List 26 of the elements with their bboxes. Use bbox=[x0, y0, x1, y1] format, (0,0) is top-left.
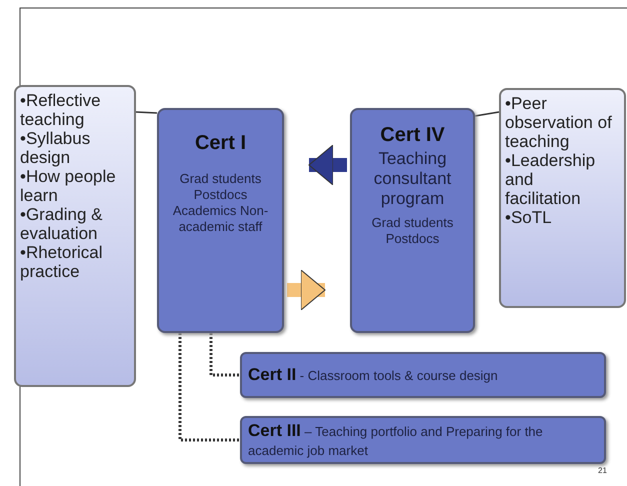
connector-line bbox=[210, 333, 240, 376]
box-text: Cert II - Classroom tools & course design bbox=[248, 365, 498, 385]
page-number: 21 bbox=[598, 466, 607, 475]
callout-box bbox=[14, 85, 136, 387]
bullet-item: •Reflective teaching bbox=[20, 91, 102, 129]
bullet-item: •Grading & evaluation bbox=[20, 205, 104, 243]
bullet-item: •Leadership and facilitation bbox=[505, 151, 596, 208]
box-title: Cert I bbox=[194, 132, 248, 155]
callout-box bbox=[499, 88, 626, 308]
box-subtitle: Teaching consultant program bbox=[372, 149, 452, 209]
certificate-box bbox=[240, 416, 606, 464]
connector-line bbox=[178, 333, 240, 442]
certificate-box bbox=[157, 108, 284, 333]
box-text: Cert III – Teaching portfolio and Preparing for the academic job market bbox=[248, 420, 544, 460]
certificate-box bbox=[350, 108, 475, 333]
certificate-box bbox=[240, 352, 606, 398]
bullet-item: •How people learn bbox=[20, 167, 117, 205]
audience-list: Grad students Postdocs bbox=[354, 215, 471, 247]
block-arrow bbox=[287, 270, 326, 310]
audience-list: Grad students Postdocs Academics Non-academic staff bbox=[169, 171, 272, 235]
bullet-item: •Syllabus design bbox=[20, 129, 92, 167]
box-title: Cert IV bbox=[379, 124, 446, 147]
bullet-item: •SoTL bbox=[505, 208, 553, 227]
bullet-item: •Peer observation of teaching bbox=[505, 94, 612, 151]
block-arrow bbox=[308, 144, 347, 186]
bullet-item: •Rhetorical practice bbox=[20, 243, 104, 281]
